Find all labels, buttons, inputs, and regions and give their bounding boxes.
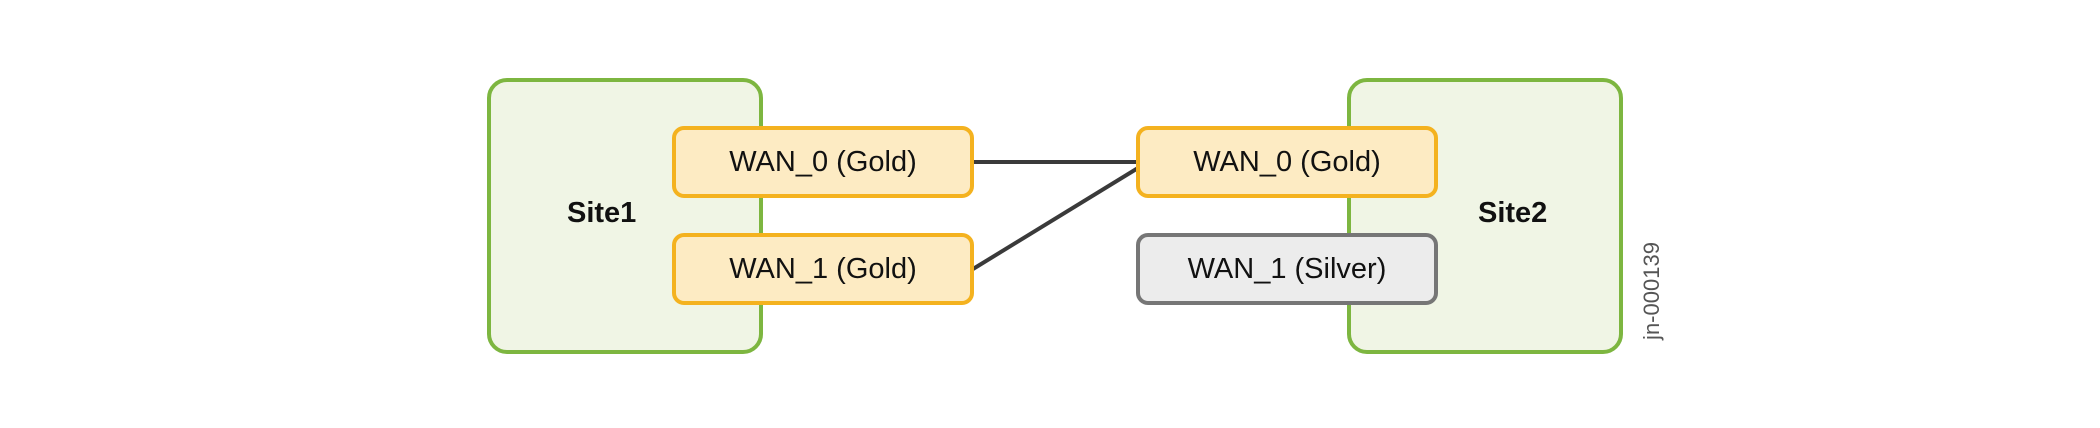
site1-label: Site1	[567, 197, 637, 229]
site2-label: Site2	[1478, 197, 1548, 229]
site2-wan1-box: WAN_1 (Silver)	[1136, 233, 1438, 305]
site2-wan0-box: WAN_0 (Gold)	[1136, 126, 1438, 198]
site1-wan0-box: WAN_0 (Gold)	[672, 126, 974, 198]
figure-id-label: jn-000139	[1639, 242, 1664, 340]
site2-box	[1347, 78, 1623, 354]
link-site1-wan1-to-site2-wan0	[971, 166, 1140, 271]
site1-box	[487, 78, 763, 354]
site1-wan1-box: WAN_1 (Gold)	[672, 233, 974, 305]
